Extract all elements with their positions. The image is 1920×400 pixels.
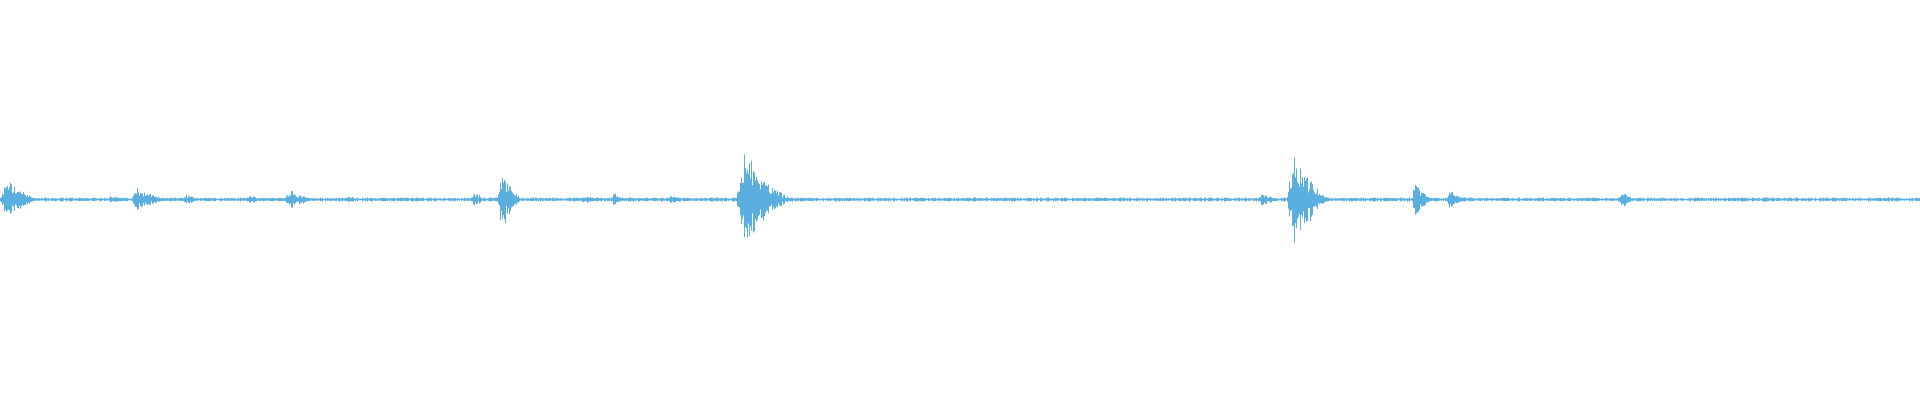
waveform-path: [0, 154, 1920, 244]
waveform-samples: [0, 154, 1920, 244]
